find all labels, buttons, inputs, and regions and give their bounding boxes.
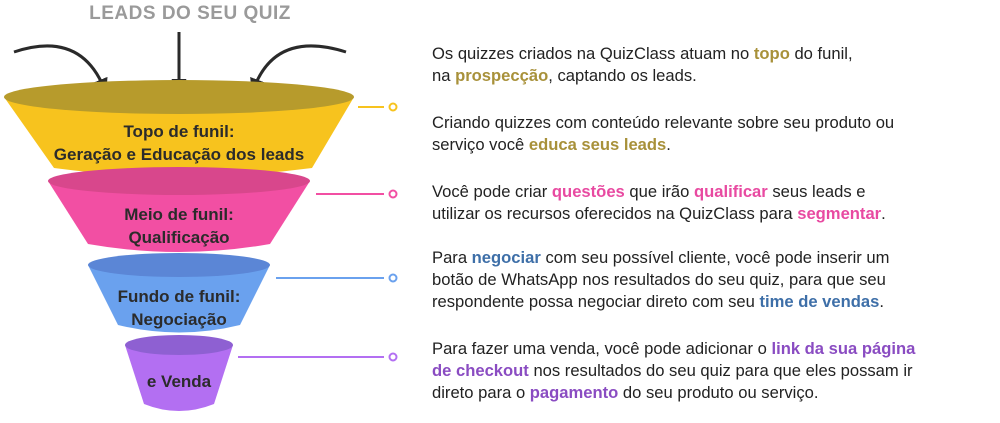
funnel-stage-topo: [4, 80, 354, 177]
stage-fundo-line1: Fundo de funil:: [117, 287, 241, 306]
highlight-text: de checkout: [432, 361, 529, 380]
stage-meio-line2: Qualificação: [128, 228, 230, 247]
curved-arrow-right-icon: [250, 44, 347, 94]
curved-arrow-left-icon: [13, 44, 108, 94]
funnel-title: LEADS DO SEU QUIZ: [89, 3, 291, 24]
stage-label-fundo: Fundo de funil: Negociação: [99, 285, 259, 331]
highlight-text: time de vendas: [759, 292, 880, 311]
description-topo-2: Criando quizzes com conteúdo relevante s…: [432, 113, 895, 154]
connector-topo: [358, 102, 398, 112]
connector-venda: [238, 352, 398, 362]
highlight-text: qualificar: [693, 182, 768, 201]
funnel-stage-venda: [125, 335, 233, 411]
stage-topo-line2: Geração e Educação dos leads: [53, 145, 305, 164]
highlight-text: questões: [551, 182, 625, 201]
stage-meio-line1: Meio de funil:: [124, 205, 234, 224]
stage-label-meio: Meio de funil: Qualificação: [79, 203, 279, 249]
description-fundo: Para negociar com seu possível cliente, …: [432, 248, 890, 311]
connector-meio: [316, 189, 398, 199]
description-meio: Você pode criar questões que irão qualif…: [432, 182, 886, 223]
stage-topo-line1: Topo de funil:: [123, 122, 235, 141]
highlight-text: topo: [753, 44, 790, 63]
stage-label-topo: Topo de funil: Geração e Educação dos le…: [29, 120, 329, 166]
stage-venda-line1: e Venda: [146, 372, 212, 391]
highlight-text: segmentar: [797, 204, 882, 223]
highlight-text: negociar: [471, 248, 541, 267]
highlight-text: prospecção: [455, 66, 549, 85]
connector-fundo: [276, 273, 398, 283]
highlight-text: educa seus leads: [528, 135, 667, 154]
stage-fundo-line2: Negociação: [131, 310, 227, 329]
description-topo-1: Os quizzes criados na QuizClass atuam no…: [432, 44, 853, 85]
highlight-text: pagamento: [529, 383, 619, 402]
description-venda: Para fazer uma venda, você pode adiciona…: [432, 339, 916, 402]
funnel-stage-meio: [48, 167, 310, 252]
highlight-text: link da sua página: [771, 339, 916, 358]
funnel-stage-fundo: [88, 253, 270, 333]
stage-label-venda: e Venda: [119, 370, 239, 393]
